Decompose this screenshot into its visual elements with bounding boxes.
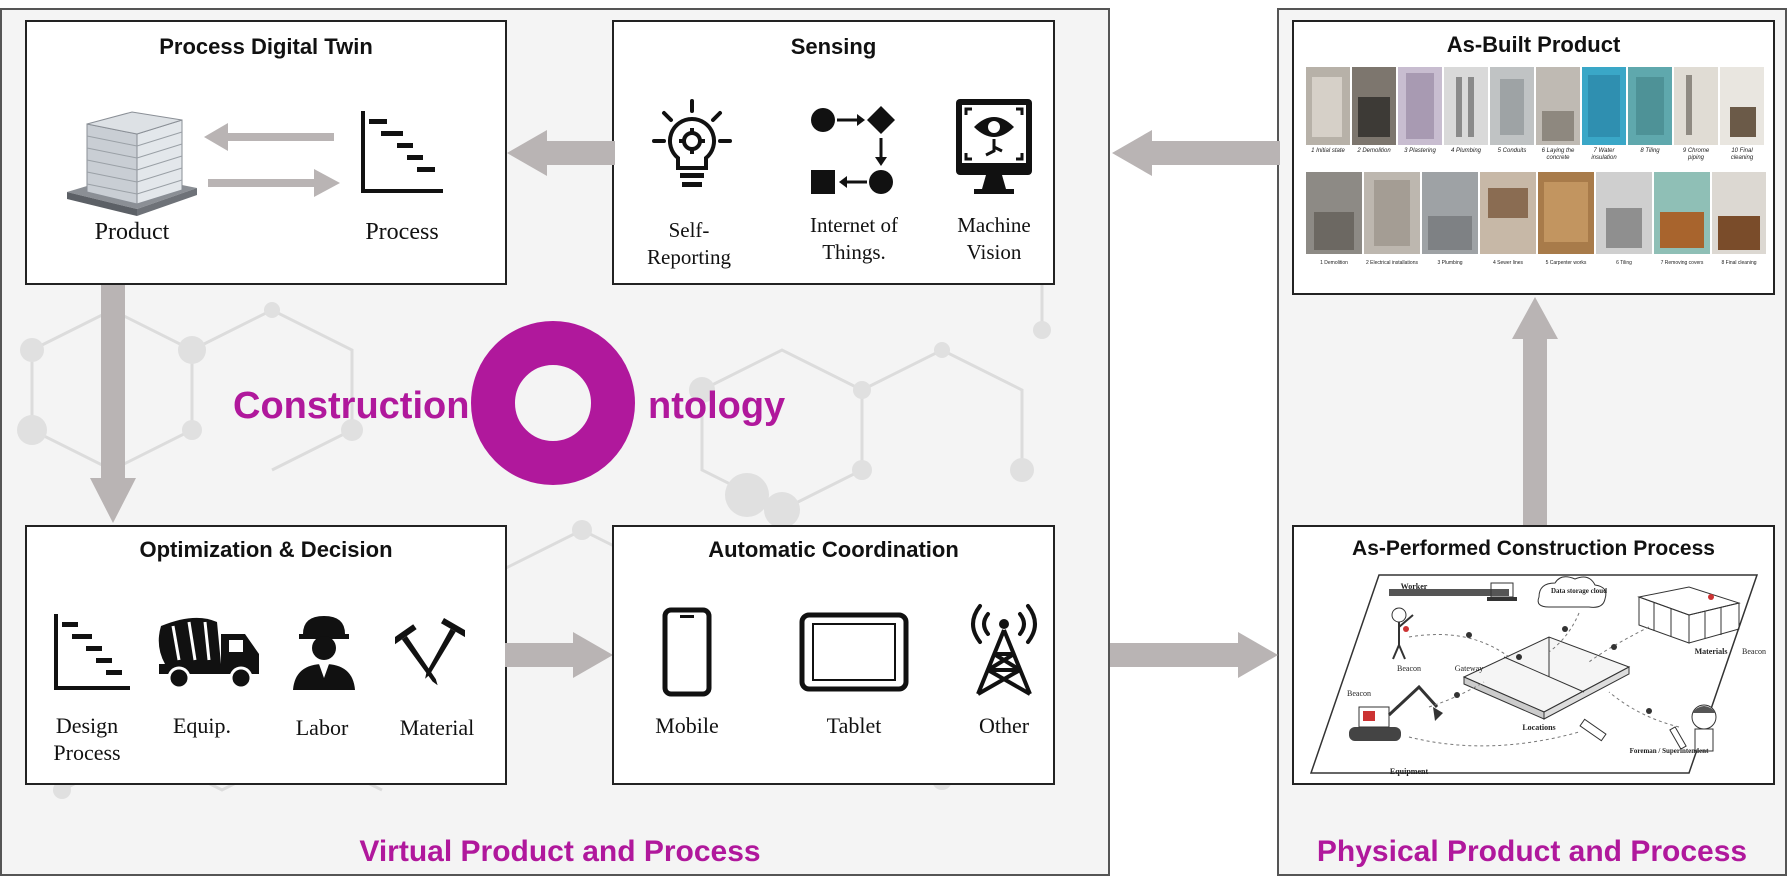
caption2-removing-covers: 7 Removing covers [1660, 260, 1704, 266]
coordination-title: Automatic Coordination [708, 537, 959, 562]
as-built-product-box: As-Built Product 1 Initial state 2 Demol… [1292, 20, 1775, 295]
caption2-sewer-lines: 4 Sewer lines [1492, 260, 1523, 266]
iot-flow-icon [811, 106, 895, 194]
caption-plastering: 3 Plastering [1404, 148, 1436, 154]
as-built-photo-strip-1 [1306, 67, 1764, 145]
nails-icon [395, 618, 465, 686]
tablet-icon [799, 612, 909, 692]
data-storage-cloud-label: Data storage cloud [1551, 587, 1607, 595]
material-label: Material [399, 715, 475, 740]
sensing-title: Sensing [790, 34, 877, 59]
arrow-asperformed-to-asbuilt [1512, 297, 1558, 525]
foreman-label: Foreman / Superintendent [1629, 747, 1709, 755]
as-built-title: As-Built Product [1446, 32, 1621, 57]
optimization-title: Optimization & Decision [139, 537, 393, 562]
caption-laying-concrete: 6 Laying the concrete [1541, 148, 1575, 161]
caption2-final-cleaning: 8 Final cleaning [1721, 260, 1757, 266]
caption-demolition: 2 Demolition [1357, 148, 1391, 154]
process-digital-twin-box: Process Digital Twin Product Process [25, 20, 507, 285]
equipment-label: Equipment [1389, 767, 1429, 776]
antenna-tower-icon [971, 604, 1037, 696]
arrow-twin-to-optimization [90, 285, 136, 523]
caption2-tiling: 6 Tiling [1616, 260, 1632, 266]
equip-label: Equip. [172, 713, 232, 738]
worker-icon [293, 616, 355, 690]
ontology-word-construction: Construction [233, 385, 470, 427]
bidirectional-arrows [204, 123, 340, 197]
caption2-plumbing: 3 Plumbing [1437, 260, 1463, 266]
virtual-panel-title: Virtual Product and Process [359, 835, 761, 868]
design-process-label: Design Process [53, 713, 121, 765]
caption-chrome-piping: 9 Chrome piping [1682, 148, 1710, 161]
ontology-o-ring [471, 321, 635, 485]
caption-final-cleaning: 10 Final cleaning [1730, 148, 1754, 161]
iot-label: Internet of Things. [809, 213, 899, 264]
as-built-photo-strip-2 [1306, 172, 1766, 254]
site-tracking-illustration [1309, 574, 1759, 774]
optimization-decision-box: Optimization & Decision Design Process E… [25, 525, 507, 785]
lightbulb-gear-icon [652, 99, 732, 187]
mobile-icon [662, 607, 712, 697]
caption-plumbing: 4 Plumbing [1450, 148, 1482, 154]
other-label: Other [978, 713, 1030, 738]
beacon-label-equipment: Beacon [1347, 689, 1371, 698]
locations-label: Locations [1522, 723, 1556, 732]
gantt-icon [54, 614, 130, 690]
as-performed-process-box: As-Performed Construction Process [1292, 525, 1775, 785]
process-digital-twin-title: Process Digital Twin [159, 34, 373, 59]
gantt-chart-icon [361, 111, 443, 193]
beacon-label-right: Beacon [1742, 647, 1766, 656]
arrow-asbuilt-to-sensing [1112, 130, 1280, 176]
sensing-box: Sensing Self- [612, 20, 1055, 285]
automatic-coordination-box: Automatic Coordination Mobile Tablet Oth… [612, 525, 1055, 785]
as-performed-title: As-Performed Construction Process [1352, 537, 1715, 560]
caption-conduits: 5 Conduits [1497, 148, 1527, 154]
materials-label: Materials [1694, 647, 1728, 656]
labor-label: Labor [295, 715, 349, 740]
caption-initial-state: 1 Initial state [1311, 148, 1345, 154]
mobile-label: Mobile [655, 713, 719, 738]
beacon-label-worker: Beacon [1397, 664, 1421, 673]
caption2-carpenter: 5 Carpenter works [1545, 260, 1587, 266]
ontology-word-ntology: ntology [648, 385, 786, 427]
caption-water-insulation: 7 Water insulation [1591, 148, 1617, 161]
process-label: Process [365, 219, 439, 245]
arrow-coordination-to-asperformed [1110, 632, 1278, 678]
self-reporting-label: Self- Reporting [647, 218, 731, 269]
worker-label: Worker [1400, 582, 1428, 591]
arrow-sensing-to-twin [507, 130, 615, 176]
product-label: Product [94, 219, 170, 245]
arrow-optimization-to-coordination [505, 632, 613, 678]
mixer-truck-icon [158, 617, 259, 690]
machine-vision-label: Machine Vision [957, 213, 1031, 264]
caption-tiling: 8 Tiling [1640, 148, 1660, 154]
physical-panel-title: Physical Product and Process [1316, 835, 1748, 868]
worker-figure [1389, 589, 1509, 660]
gateway-label: Gateway [1454, 664, 1484, 673]
caption2-demolition: 1 Demolition [1320, 260, 1348, 266]
tablet-label: Tablet [826, 713, 882, 738]
caption2-electrical: 2 Electrical installations [1366, 260, 1418, 266]
monitor-eye-icon [956, 99, 1032, 194]
building-model-icon [67, 111, 197, 216]
